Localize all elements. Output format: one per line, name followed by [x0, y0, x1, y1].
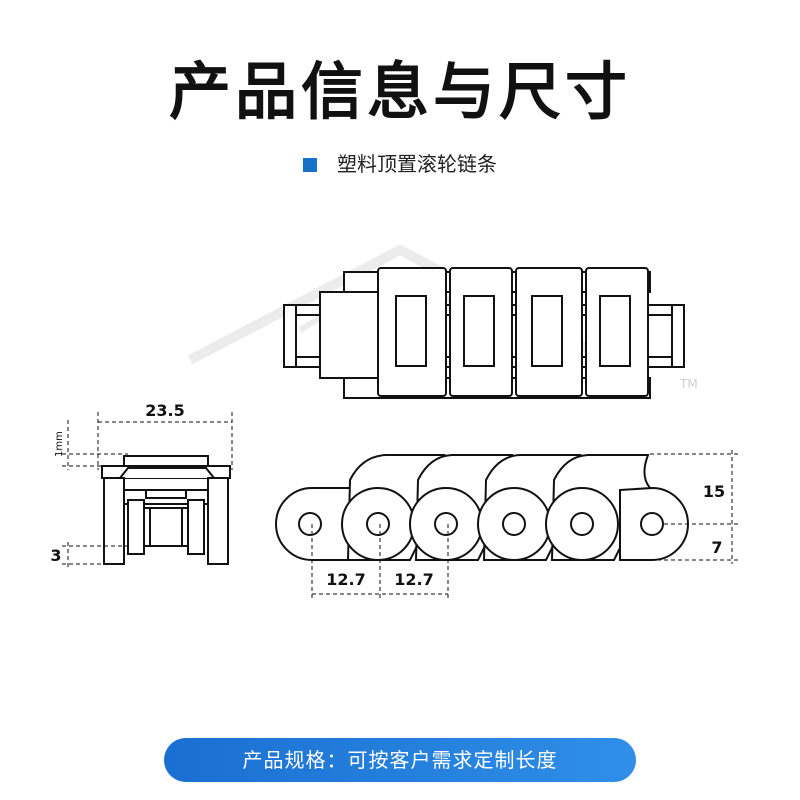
- chain-side-view: [275, 454, 689, 561]
- dim-base-height-label: 3: [50, 546, 61, 565]
- page-title: 产品信息与尺寸: [168, 55, 631, 128]
- trademark-mark: TM: [679, 377, 698, 391]
- dim-width-label: 23.5: [145, 401, 184, 420]
- dim-height-total-label: 15: [703, 482, 725, 501]
- subtitle: 塑料顶置滚轮链条: [337, 152, 497, 176]
- square-bullet-icon: [303, 158, 317, 172]
- dim-pitch-2-label: 12.7: [394, 570, 433, 589]
- chain-cross-section-view: [101, 455, 231, 565]
- spec-banner: 产品规格：可按客户需求定制长度: [164, 738, 636, 782]
- dim-height-center-label: 7: [711, 538, 722, 557]
- dim-pitch-1-label: 12.7: [326, 570, 365, 589]
- subtitle-row: 塑料顶置滚轮链条: [0, 150, 800, 178]
- dimension-lines: [62, 412, 738, 600]
- chain-top-view: [283, 267, 685, 399]
- dim-gap-label: 1mm: [54, 431, 65, 457]
